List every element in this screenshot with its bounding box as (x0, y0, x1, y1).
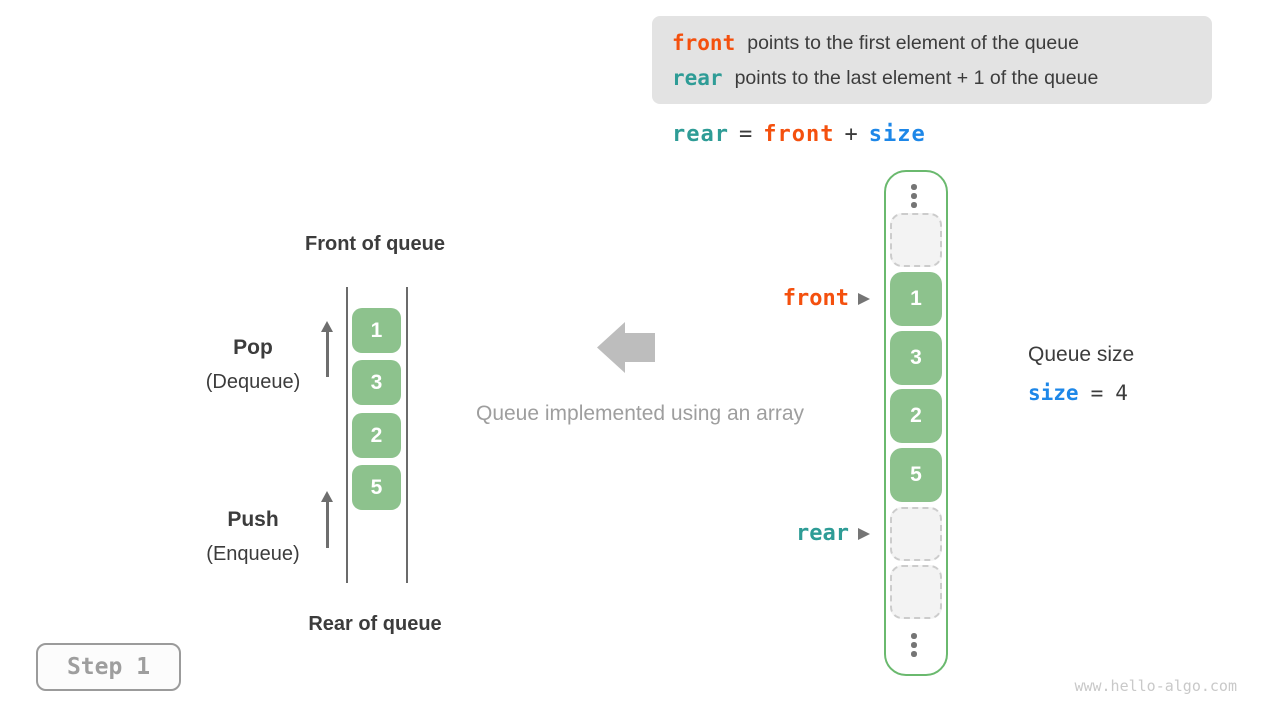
queue-cell: 3 (352, 360, 401, 405)
size-equation: size = 4 (1028, 381, 1134, 405)
push-operation-label: Push (Enqueue) (183, 508, 323, 566)
formula-rear: rear (672, 122, 729, 147)
size-keyword: size (1028, 381, 1079, 405)
queue-size-title: Queue size (1028, 343, 1135, 366)
array-cell: 5 (890, 448, 942, 502)
queue-channel-line-left (346, 287, 348, 583)
front-pointer-label: front (782, 286, 849, 311)
pop-title: Pop (233, 336, 273, 359)
array-cell: 3 (890, 331, 942, 385)
info-line-rear-text: points to the last element + 1 of the qu… (734, 66, 1099, 89)
queue-cell: 5 (352, 465, 401, 510)
push-title: Push (227, 508, 279, 531)
array-cell-empty (890, 565, 942, 619)
rear-keyword: rear (672, 65, 723, 90)
queue-channel-line-right (406, 287, 408, 583)
formula-equals: = (738, 122, 754, 147)
ellipsis-dots-icon (911, 184, 917, 208)
info-line-front: front points to the first element of the… (672, 30, 1212, 56)
size-equals: = (1090, 381, 1104, 405)
formula-front: front (763, 122, 835, 147)
dequeue-up-arrow-icon (321, 321, 333, 377)
front-keyword: front (672, 30, 736, 55)
info-line-rear: rear points to the last element + 1 of t… (672, 65, 1212, 91)
array-cell: 2 (890, 389, 942, 443)
rear-of-queue-label: Rear of queue (308, 613, 442, 635)
info-line-front-text: points to the first element of the queue (747, 31, 1079, 54)
formula-plus: + (844, 122, 859, 147)
front-of-queue-label: Front of queue (305, 233, 445, 255)
left-block-arrow-icon (597, 322, 655, 373)
rear-pointer: rear (796, 521, 870, 546)
ellipsis-dots-icon (911, 633, 917, 657)
array-implementation-caption: Queue implemented using an array (475, 402, 805, 425)
queue-size-block: Queue size size = 4 (1028, 343, 1134, 405)
pop-subtitle: (Dequeue) (205, 371, 301, 393)
size-value: 4 (1115, 381, 1128, 405)
rear-front-size-formula: rear = front + size (672, 122, 926, 147)
watermark: www.hello-algo.com (1074, 677, 1237, 695)
array-cell-empty (890, 213, 942, 267)
step-badge: Step 1 (36, 643, 181, 691)
pointer-arrow-icon (858, 292, 870, 305)
rear-pointer-label: rear (796, 521, 849, 546)
array-cell-empty (890, 507, 942, 561)
push-subtitle: (Enqueue) (206, 543, 300, 565)
pointer-arrow-icon (858, 527, 870, 540)
pop-operation-label: Pop (Dequeue) (183, 336, 323, 394)
pointer-info-box: front points to the first element of the… (652, 16, 1212, 104)
queue-cell: 1 (352, 308, 401, 353)
front-pointer: front (783, 286, 870, 311)
enqueue-up-arrow-icon (321, 491, 333, 548)
queue-cell: 2 (352, 413, 401, 458)
formula-size: size (868, 122, 926, 147)
array-cell: 1 (890, 272, 942, 326)
